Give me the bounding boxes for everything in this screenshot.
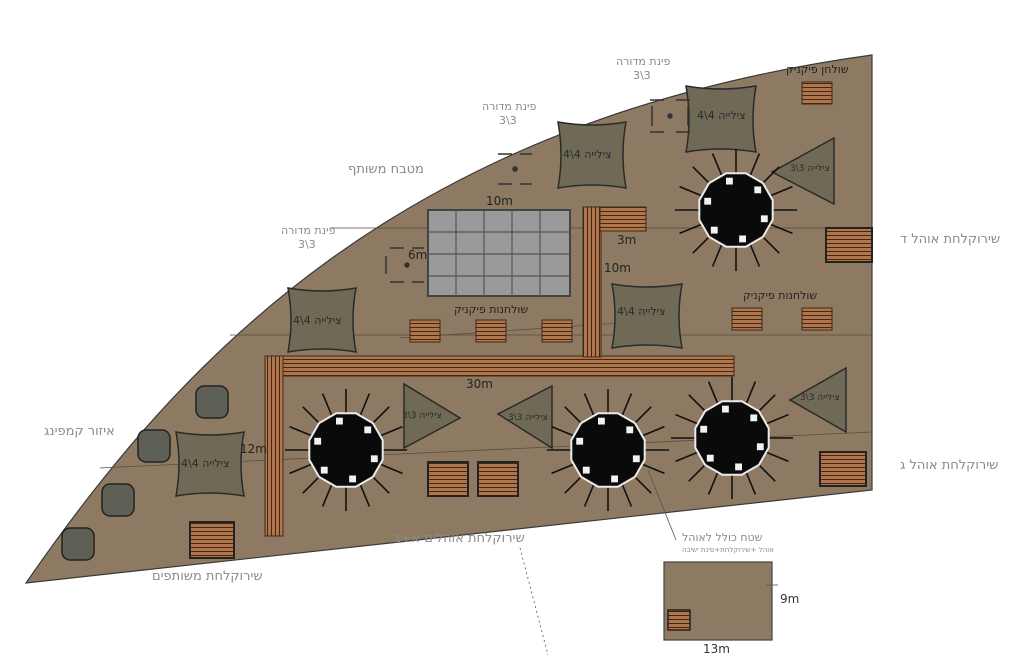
- picnic-table: [731, 307, 763, 331]
- label-shade-4x4: צילייה 4\4: [617, 305, 666, 318]
- label-shade-4x4: צילייה 4\4: [293, 314, 342, 327]
- shade-canopy: [557, 121, 627, 189]
- camping-pod: [61, 527, 95, 561]
- shade-canopy: [175, 431, 245, 497]
- label-picnic-tables-1: שולחנות פיקניק: [454, 303, 529, 316]
- boardwalk-vertical-left: [264, 355, 284, 537]
- label-fire-pit-1: פינת מדורה: [616, 55, 671, 68]
- dim-boardwalk-12m: 12m: [240, 442, 267, 456]
- shower-deck-tent-d: [825, 227, 873, 263]
- tent: [284, 388, 408, 512]
- dim-deck-3m: 3m: [617, 233, 637, 247]
- shade-canopy: [287, 287, 357, 353]
- shower-deck-tents-ab-2: [477, 461, 519, 497]
- label-fire-pit-3-size: 3\3: [298, 238, 316, 251]
- label-picnic-tables-2: שולחנות פיקניק: [743, 289, 818, 302]
- label-shade-3x3: צילייה 3\3: [508, 413, 548, 423]
- label-tent-area: שטח כולל לאוהל: [682, 531, 763, 544]
- leader-lines: [519, 469, 778, 656]
- label-tents-ab-deck: שירוקלחת אוהלים א+ב: [393, 531, 525, 546]
- label-shade-4x4: צילייה 4\4: [697, 109, 746, 122]
- camping-pod: [137, 429, 171, 463]
- shade-triangle: [403, 382, 462, 450]
- inset-shower-deck: [667, 609, 691, 631]
- boardwalk-top-right: [599, 206, 647, 232]
- shade-canopy: [685, 85, 757, 153]
- fire-pits: [385, 99, 690, 283]
- shade-canopies-4x4: [175, 85, 757, 497]
- shade-triangle: [496, 384, 553, 450]
- fire-pit: [650, 99, 690, 133]
- tent: [670, 376, 794, 500]
- picnic-table: [801, 307, 833, 331]
- boardwalks: [264, 206, 735, 537]
- fire-pit: [498, 153, 532, 185]
- dim-boardwalk-10m: 10m: [604, 261, 631, 275]
- shared-kitchen-structure: [427, 209, 571, 297]
- picnic-table: [409, 319, 441, 343]
- picnic-table: [801, 81, 833, 105]
- label-shade-3x3: צילייה 3\3: [800, 393, 840, 403]
- dim-inset-9m: 9m: [780, 592, 800, 606]
- picnic-tables: [409, 81, 833, 343]
- camping-pod: [195, 385, 229, 419]
- picnic-table: [541, 319, 573, 343]
- shade-canopy: [611, 283, 683, 349]
- label-shared-deck: שירוקלחת משותפים: [152, 569, 263, 584]
- shower-deck-tent-g: [819, 451, 867, 487]
- label-fire-pit-3: פינת מדורה: [281, 224, 336, 237]
- label-shade-4x4: צילייה 4\4: [563, 148, 612, 161]
- label-fire-pit-1-size: 3\3: [633, 69, 651, 82]
- dim-inset-13m: 13m: [703, 642, 730, 656]
- dim-kitchen-depth: 6m: [408, 248, 428, 262]
- shower-deck-tents-ab-1: [427, 461, 469, 497]
- label-tent-area-note: אוהל +שירוקלחת+פינת ישיבה: [682, 546, 774, 554]
- boardwalk-vertical-center: [582, 206, 602, 358]
- fire-pit: [385, 247, 424, 283]
- shade-canopies-3x3: [403, 136, 847, 606]
- picnic-table: [475, 319, 507, 343]
- tents: [284, 148, 798, 630]
- label-shade-3x3: צילייה 3\3: [790, 164, 830, 174]
- camping-pod: [101, 483, 135, 517]
- dim-kitchen-width: 10m: [486, 194, 513, 208]
- label-tent-d-deck: שירוקלחת אוהל ד: [900, 232, 1001, 247]
- label-shade-3x3: צילייה 3\3: [402, 411, 442, 421]
- camping-pods: [61, 385, 229, 561]
- boardwalk-horizontal: [281, 355, 735, 377]
- tent: [674, 148, 798, 272]
- tent: [546, 388, 670, 512]
- dim-boardwalk-30m: 30m: [466, 377, 493, 391]
- label-fire-pit-2: פינת מדורה: [482, 100, 537, 113]
- shower-decks: [189, 227, 873, 559]
- label-camping-area: איזור קמפינג: [44, 424, 115, 439]
- shade-triangle: [770, 136, 835, 206]
- label-fire-pit-2-size: 3\3: [499, 114, 517, 127]
- inset-tent-area: [663, 561, 773, 641]
- label-shared-kitchen: מטבח משותף: [348, 162, 424, 177]
- shower-deck-shared: [189, 521, 235, 559]
- label-tent-g-deck: שירוקלחת אוהל ג: [900, 458, 999, 473]
- shade-triangle: [788, 366, 847, 434]
- label-picnic-table: שולחן פיקניק: [786, 63, 849, 76]
- label-shade-4x4: צילייה 4\4: [181, 457, 230, 470]
